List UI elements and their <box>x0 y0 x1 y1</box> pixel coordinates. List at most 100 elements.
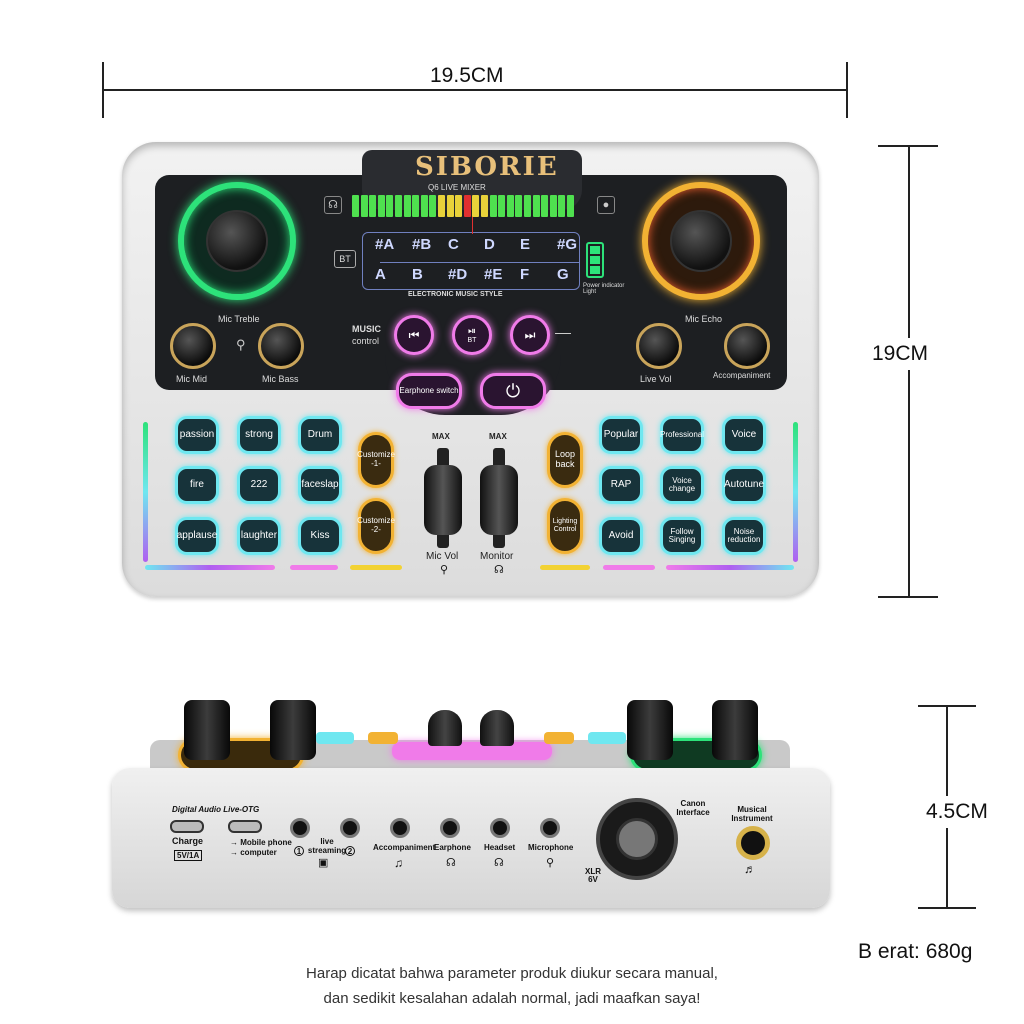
microphone-port-label: Microphone <box>528 843 574 852</box>
mixer-side-view <box>112 768 830 908</box>
power-button[interactable]: ⏻ <box>480 373 546 409</box>
customize-1-button[interactable]: Customize -1- <box>357 432 395 488</box>
width-dim-tick-left <box>102 62 104 118</box>
play-pause-bt-button[interactable]: ⏯BT <box>452 315 492 355</box>
model-number: Q6 <box>428 183 439 192</box>
vu-bar <box>438 195 445 217</box>
mic-vol-fader[interactable] <box>424 465 462 535</box>
earphone-switch-button[interactable]: Earphone switch <box>396 373 462 409</box>
music-control-label-2: control <box>352 336 380 346</box>
note-divider <box>380 262 580 263</box>
side-knob-3[interactable] <box>627 700 673 760</box>
vu-bar <box>360 195 368 217</box>
guitar-icon: ♬ <box>744 862 756 876</box>
pad-professional[interactable]: Professional <box>660 416 704 454</box>
note-bottom-5: G <box>557 266 569 283</box>
side-fader-cap-2[interactable] <box>480 710 514 746</box>
accompaniment-knob-label: Accompaniment <box>713 371 771 380</box>
vu-bar <box>386 195 394 217</box>
pad-applause[interactable]: applause <box>175 517 219 555</box>
side-amber-pad-left <box>368 732 398 744</box>
pad-voice-change[interactable]: Voice change <box>660 466 704 504</box>
customize-2-button[interactable]: Customize -2- <box>357 498 395 554</box>
pad-voice[interactable]: Voice <box>722 416 766 454</box>
power-indicator-battery <box>586 242 604 278</box>
pad-autotune[interactable]: Autotune <box>722 466 766 504</box>
side-knob-2[interactable] <box>270 700 316 760</box>
earphone-port-label: Earphone <box>434 843 471 852</box>
rgb-strip-left-1 <box>145 565 275 570</box>
mic-treble-knob[interactable] <box>206 210 268 272</box>
mic-echo-knob[interactable] <box>670 210 732 272</box>
mic-vol-label: Mic Vol <box>426 551 459 562</box>
side-knob-1[interactable] <box>184 700 230 760</box>
model-label: Q6 LIVE MIXER <box>428 183 486 192</box>
vu-bar <box>455 195 463 217</box>
pad-faceslap[interactable]: faceslap <box>298 466 342 504</box>
mobile-phone-label: → Mobile phone <box>230 838 292 847</box>
vu-bar <box>463 195 471 217</box>
note-bottom-3: #E <box>484 266 503 283</box>
power-indicator-label: Power indicator Light <box>583 283 625 295</box>
pad-strong[interactable]: strong <box>237 416 281 454</box>
vu-bar <box>558 195 566 217</box>
pad-follow-singing[interactable]: Follow Singing <box>660 517 704 555</box>
vu-bar <box>524 195 531 217</box>
mic-bass-knob[interactable] <box>258 323 304 369</box>
side-fader-cap-1[interactable] <box>428 710 462 746</box>
live-number-1: 1 <box>294 846 304 856</box>
pad-avoid[interactable]: Avoid <box>599 517 643 555</box>
pad-rap[interactable]: RAP <box>599 466 643 504</box>
loop-back-button[interactable]: Loop back <box>547 432 583 488</box>
microphone-jack <box>540 818 560 838</box>
headset-port-label: Headset <box>484 843 516 852</box>
pad-laughter[interactable]: laughter <box>237 517 281 555</box>
pad-passion[interactable]: passion <box>175 416 219 454</box>
charge-label: Charge <box>172 836 204 846</box>
depth-label: 4.5CM <box>924 796 990 828</box>
pad-drum[interactable]: Drum <box>298 416 342 454</box>
live-streaming-jack-2 <box>340 818 360 838</box>
live-vol-knob[interactable] <box>636 323 682 369</box>
monitor-fader[interactable] <box>480 465 518 535</box>
vu-bar <box>498 195 506 217</box>
vu-bar <box>506 195 514 217</box>
otg-port <box>228 820 262 833</box>
vu-bar <box>377 195 385 217</box>
live-streaming-jack-1 <box>290 818 310 838</box>
vu-bar <box>395 195 402 217</box>
next-track-button[interactable]: ⏭ <box>510 315 550 355</box>
accompaniment-knob[interactable] <box>724 323 770 369</box>
vu-bar <box>352 195 359 217</box>
mic-bass-label: Mic Bass <box>262 374 299 384</box>
rgb-strip-left-3 <box>350 565 402 570</box>
depth-dim-tick-bottom <box>918 907 976 909</box>
side-knob-4[interactable] <box>712 700 758 760</box>
earphone-icon: ☊ <box>446 857 456 869</box>
pad-popular[interactable]: Popular <box>599 416 643 454</box>
previous-track-button[interactable]: ⏮ <box>394 315 434 355</box>
vu-bar <box>567 195 574 217</box>
note-top-2: C <box>448 236 459 253</box>
height-dim-tick-bottom <box>878 596 938 598</box>
lighting-control-button[interactable]: Lighting Control <box>547 498 583 554</box>
vu-bar <box>472 195 480 217</box>
pad-kiss[interactable]: Kiss <box>298 517 342 555</box>
bt-indicator: BT <box>334 250 356 268</box>
pad-noise-reduction[interactable]: Noise reduction <box>722 517 766 555</box>
mic-echo-label: Mic Echo <box>685 314 723 324</box>
note-bottom-0: A <box>375 266 386 283</box>
vu-bar <box>412 195 420 217</box>
mic-mid-knob[interactable] <box>170 323 216 369</box>
canon-interface-label: Canon Interface <box>676 799 710 817</box>
pad-222[interactable]: 222 <box>237 466 281 504</box>
pad-fire[interactable]: fire <box>175 466 219 504</box>
accompaniment-port-label: Accompaniment <box>373 843 436 852</box>
note-top-4: E <box>520 236 531 253</box>
note-bottom-1: B <box>412 266 423 283</box>
note-top-3: D <box>484 236 495 253</box>
digital-audio-label: Digital Audio Live-OTG <box>172 805 260 814</box>
height-dimension-line <box>908 146 910 596</box>
computer-label: → computer <box>230 848 277 857</box>
weight-label: B erat: 680g <box>858 940 973 963</box>
